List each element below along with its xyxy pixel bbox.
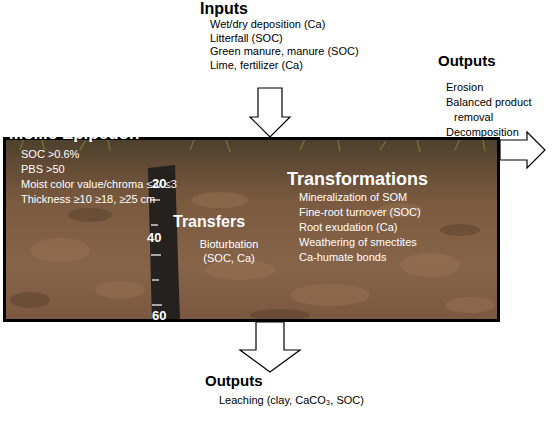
transfers-group: TransfersBioturbation (SOC, Ca)	[173, 212, 283, 272]
soil-shadows	[10, 208, 480, 321]
soil-background	[3, 137, 500, 322]
node-heading: Transfers	[173, 212, 283, 231]
node-item: Thickness ≥10 ≥18, ≥25 cm	[21, 192, 239, 207]
ruler-number: 60	[152, 308, 166, 323]
node-item: SOC >0.6%	[21, 147, 239, 162]
node-item: Wet/dry deposition (Ca)	[210, 18, 380, 32]
block-arrow	[500, 132, 545, 168]
node-item: Litterfall (SOC)	[210, 32, 380, 46]
node-heading: Mollic Epipedon	[9, 124, 239, 143]
input-list: InputsWet/dry deposition (Ca)Litterfall …	[200, 0, 380, 88]
node-item: PBS >50	[21, 162, 239, 177]
node-item: Root exudation (Ca)	[299, 220, 487, 235]
node-item: Weathering of smectites	[299, 235, 487, 250]
node-heading: Outputs	[205, 372, 425, 390]
node-item: Fine-root turnover (SOC)	[299, 205, 487, 220]
node-heading: Outputs	[438, 52, 553, 70]
node-item: Balanced product removal	[454, 95, 546, 125]
text-group: Mollic EpipedonSOC >0.6%PBS >50Moist col…	[9, 124, 239, 207]
node-heading: Transformations	[287, 169, 487, 190]
block-arrow	[250, 88, 290, 137]
block-arrow	[240, 322, 300, 372]
node-item: Decomposition	[454, 125, 546, 140]
node-item: Green manure, manure (SOC)	[210, 45, 380, 59]
node-heading: Inputs	[200, 0, 380, 18]
outputs-right-list: OutputsErosionBalanced product removalDe…	[438, 52, 553, 142]
soil-profile-box: Mollic EpipedonSOC >0.6%PBS >50Moist col…	[3, 137, 500, 322]
node-item: Lime, fertilizer (Ca)	[210, 59, 380, 73]
node-item: Ca-humate bonds	[299, 250, 487, 265]
outputs-bottom-list: OutputsLeaching (clay, CaCO₃, SOC)	[205, 372, 425, 417]
node-item: Leaching (clay, CaCO₃, SOC)	[219, 394, 425, 408]
ruler-number: 20	[152, 176, 166, 191]
node-item: Bioturbation (SOC, Ca)	[193, 237, 265, 265]
soil-texture	[30, 192, 495, 313]
ruler-number: 40	[147, 230, 161, 245]
node-item: Erosion	[454, 80, 546, 95]
node-item: Mineralization of SOM	[299, 190, 487, 205]
transformations-group: TransformationsMineralization of SOMFine…	[287, 169, 487, 279]
node-item: Moist color value/chroma ≤3/ ≤3	[21, 177, 239, 192]
